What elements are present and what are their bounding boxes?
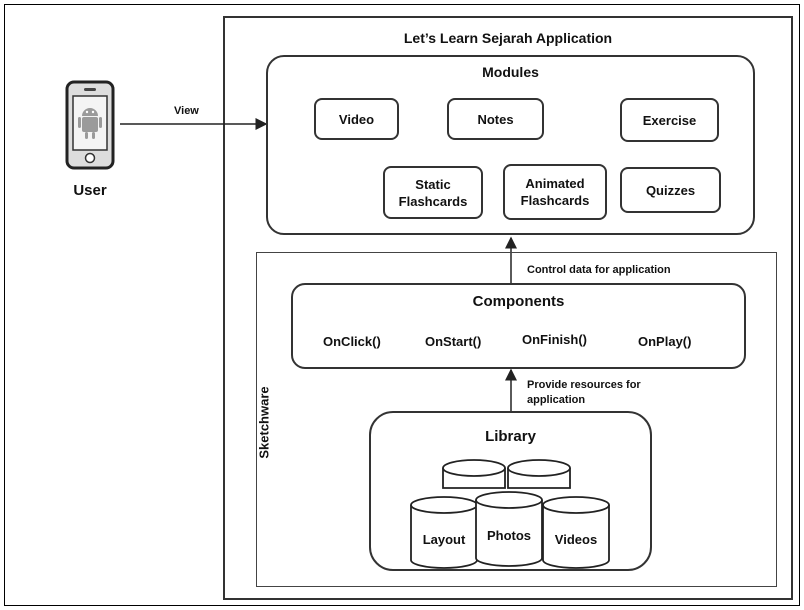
function-onplay: OnPlay() <box>638 334 692 349</box>
module-quizzes-label: Quizzes <box>645 182 696 198</box>
app-title: Let’s Learn Sejarah Application <box>403 30 613 46</box>
database-videos: Videos <box>543 532 609 552</box>
module-animated-flashcards: Animated Flashcards <box>503 164 607 220</box>
application-frame <box>223 16 793 600</box>
function-onstart: OnStart() <box>425 334 482 349</box>
android-phone-icon <box>65 80 115 170</box>
module-notes-label: Notes <box>477 111 514 127</box>
module-video: Video <box>314 98 399 140</box>
database-photos-label: Photos <box>486 528 532 543</box>
module-static-flashcards-label: Static Flashcards <box>398 176 468 209</box>
database-videos-label: Videos <box>554 532 598 547</box>
view-label: View <box>174 105 199 117</box>
function-onfinish: OnFinish() <box>522 332 587 347</box>
database-photos: Photos <box>476 528 542 548</box>
module-exercise: Exercise <box>620 98 719 142</box>
module-animated-flashcards-label: Animated Flashcards <box>520 176 590 208</box>
module-static-flashcards: Static Flashcards <box>383 166 483 219</box>
module-exercise-label: Exercise <box>642 112 697 128</box>
sketchware-frame <box>256 252 777 587</box>
components-box <box>291 283 746 369</box>
database-layout-label: Layout <box>422 532 466 547</box>
module-video-label: Video <box>338 111 375 127</box>
user-label: User <box>73 182 107 199</box>
database-layout: Layout <box>411 532 477 552</box>
library-title: Library <box>485 428 536 445</box>
outer-frame <box>4 4 800 606</box>
control-data-label: Control data for application <box>527 264 671 276</box>
components-title: Components <box>472 293 565 310</box>
modules-title: Modules <box>482 64 539 80</box>
module-notes: Notes <box>447 98 544 140</box>
module-quizzes: Quizzes <box>620 167 721 213</box>
provide-resources-label: Provide resources for application <box>527 379 641 406</box>
function-onclick: OnClick() <box>323 334 381 349</box>
